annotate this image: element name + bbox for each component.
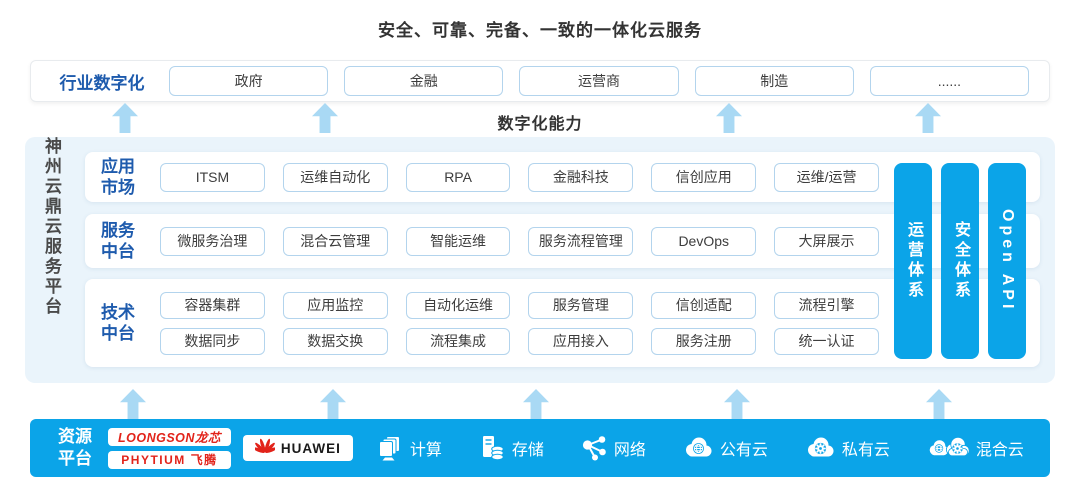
- pillar-open-api: Open API: [988, 163, 1026, 359]
- platform-side-label: 神州云鼎云服务平台: [42, 137, 61, 317]
- resource-item-hybrid-cloud: 混合云: [927, 435, 1024, 461]
- capability-box-fintech: 金融科技: [528, 162, 634, 192]
- capability-box-xinchuang-adapt: 信创适配: [651, 291, 757, 319]
- public-cloud-icon: [683, 435, 713, 461]
- industry-box-government: 政府: [169, 66, 329, 96]
- capability-box-process-engine: 流程引擎: [774, 291, 879, 319]
- up-arrow-icon: [120, 389, 146, 419]
- tech-boxes-bottom: 数据同步 数据交换 流程集成 应用接入 服务注册 统一认证: [151, 327, 888, 355]
- resource-item-compute: 计算: [377, 435, 442, 461]
- capability-box-service-registry: 服务注册: [651, 327, 757, 355]
- resource-item-storage: 存储: [479, 435, 544, 461]
- network-icon: [581, 435, 607, 461]
- capability-box-service-mgmt: 服务管理: [528, 291, 634, 319]
- capability-box-devops: DevOps: [651, 226, 757, 256]
- resource-item-label: 私有云: [841, 442, 890, 459]
- up-arrow-icon: [320, 389, 346, 419]
- resource-item-private-cloud: 私有云: [805, 435, 890, 461]
- huawei-flower-icon: [252, 436, 277, 461]
- page-title: 安全、可靠、完备、一致的一体化云服务: [378, 21, 702, 40]
- row-label-service: 服务 中台: [101, 220, 135, 261]
- resource-item-label: 存储: [511, 442, 544, 459]
- app-market-boxes: ITSM 运维自动化 RPA 金融科技 信创应用 运维/运营: [151, 162, 888, 192]
- resource-label: 资源 平台: [58, 426, 92, 468]
- row-label-tech: 技术 中台: [101, 302, 135, 343]
- resource-bar: 资源 平台 LOONGSON龙芯 PHYTIUM 飞腾: [30, 419, 1050, 477]
- cpu-vendor-logos: LOONGSON龙芯 PHYTIUM 飞腾: [108, 427, 231, 469]
- capability-box-data-exchange: 数据交换: [282, 327, 388, 355]
- capability-box-process-integration: 流程集成: [405, 327, 511, 355]
- up-arrow-icon: [523, 389, 549, 419]
- capability-box-service-flow: 服务流程管理: [528, 226, 634, 256]
- industry-row: 行业数字化 政府 金融 运营商 制造 ......: [30, 60, 1050, 102]
- row-app-market: 应用 市场 ITSM 运维自动化 RPA 金融科技 信创应用 运维/运营: [85, 152, 1040, 202]
- compute-icon: [377, 435, 403, 461]
- pillar-security-system: 安全体系: [941, 163, 979, 359]
- service-boxes: 微服务治理 混合云管理 智能运维 服务流程管理 DevOps 大屏展示: [151, 226, 888, 256]
- tech-boxes: 容器集群 应用监控 自动化运维 服务管理 信创适配 流程引擎 数据同步 数据交换…: [151, 291, 888, 355]
- row-label-app-market: 应用 市场: [101, 156, 135, 197]
- industry-box-manufacturing: 制造: [694, 66, 854, 96]
- up-arrow-icon: [724, 389, 750, 419]
- capability-box-ops-automation: 运维自动化: [282, 162, 388, 192]
- capability-box-auto-ops: 自动化运维: [405, 291, 511, 319]
- row-service-platform: 服务 中台 微服务治理 混合云管理 智能运维 服务流程管理 DevOps 大屏展…: [85, 214, 1040, 268]
- capability-label: 数字化能力: [497, 116, 583, 133]
- resource-item-label: 网络: [613, 442, 646, 459]
- huawei-logo: HUAWEI: [242, 435, 353, 461]
- industry-box-carrier: 运营商: [519, 66, 679, 96]
- industry-box-finance: 金融: [344, 66, 504, 96]
- tech-boxes-top: 容器集群 应用监控 自动化运维 服务管理 信创适配 流程引擎: [151, 291, 888, 319]
- capability-box-microservice: 微服务治理: [160, 226, 265, 256]
- capability-box-data-sync: 数据同步: [160, 327, 265, 355]
- capability-box-itsm: ITSM: [160, 162, 265, 192]
- industry-label: 行业数字化: [59, 73, 145, 93]
- capability-box-xinchuang-app: 信创应用: [651, 162, 757, 192]
- pillar-operations-system: 运营体系: [894, 163, 932, 359]
- loongson-logo: LOONGSON龙芯: [108, 427, 231, 446]
- capability-box-app-monitor: 应用监控: [282, 291, 388, 319]
- platform-panel: 神州云鼎云服务平台 应用 市场 ITSM 运维自动化 RPA 金融科技 信创应用…: [25, 137, 1055, 383]
- capability-box-ops: 运维/运营: [774, 162, 879, 192]
- industry-box-more: ......: [869, 66, 1030, 96]
- resource-item-public-cloud: 公有云: [683, 435, 768, 461]
- capability-box-unified-auth: 统一认证: [774, 327, 879, 355]
- phytium-logo: PHYTIUM 飞腾: [108, 450, 231, 469]
- capability-box-dashboard: 大屏展示: [774, 226, 879, 256]
- resource-item-label: 混合云: [975, 442, 1024, 459]
- capability-box-app-access: 应用接入: [528, 327, 634, 355]
- resource-item-label: 公有云: [719, 442, 768, 459]
- row-tech-platform: 技术 中台 容器集群 应用监控 自动化运维 服务管理 信创适配 流程引擎 数据同…: [85, 279, 1040, 367]
- resource-item-label: 计算: [409, 442, 442, 459]
- up-arrow-icon: [926, 389, 952, 419]
- hybrid-cloud-icon: [927, 435, 969, 461]
- resource-item-network: 网络: [581, 435, 646, 461]
- capability-box-rpa: RPA: [405, 162, 511, 192]
- capability-box-container: 容器集群: [160, 291, 265, 319]
- resource-items: 计算 存储: [361, 435, 1034, 461]
- private-cloud-icon: [805, 435, 835, 461]
- storage-icon: [479, 435, 505, 461]
- capability-box-hybrid-mgmt: 混合云管理: [282, 226, 388, 256]
- capability-box-aiops: 智能运维: [405, 226, 511, 256]
